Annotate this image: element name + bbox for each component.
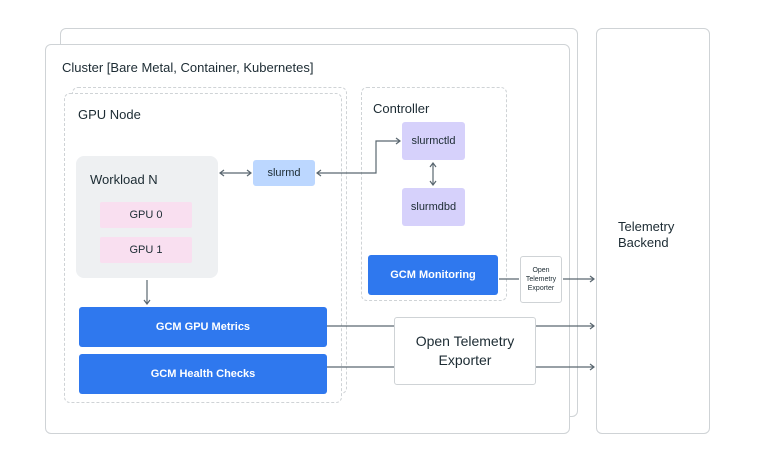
otel-exporter-large: Open Telemetry Exporter [394, 317, 536, 385]
gpu-0-chip: GPU 0 [100, 202, 192, 228]
telemetry-backend-title: Telemetry Backend [618, 219, 675, 250]
telemetry-backend-box [596, 28, 710, 434]
gpu-node-title: GPU Node [78, 107, 141, 122]
gcm-health-checks-box: GCM Health Checks [79, 354, 327, 394]
controller-title: Controller [373, 101, 430, 116]
slurmd-node: slurmd [253, 160, 315, 186]
otel-exporter-small-label: Open Telemetry Exporter [525, 267, 557, 292]
slurmctld-node: slurmctld [402, 122, 465, 160]
gpu-1-chip: GPU 1 [100, 237, 192, 263]
gcm-monitoring-box: GCM Monitoring [368, 255, 498, 295]
cluster-title: Cluster [Bare Metal, Container, Kubernet… [62, 60, 314, 75]
slurmdbd-node: slurmdbd [402, 188, 465, 226]
workload-title: Workload N [90, 172, 158, 187]
otel-exporter-small: Open Telemetry Exporter [520, 256, 562, 303]
otel-exporter-large-label: Open Telemetry Exporter [415, 333, 515, 368]
gcm-gpu-metrics-box: GCM GPU Metrics [79, 307, 327, 347]
